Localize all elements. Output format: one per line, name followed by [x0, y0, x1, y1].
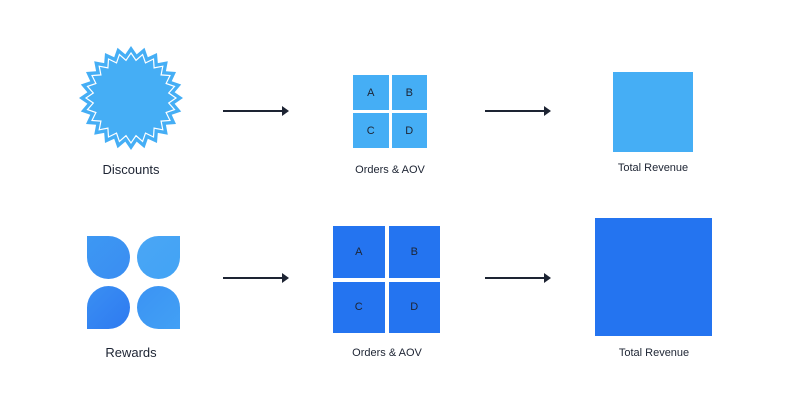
grid-cell-a: A: [333, 226, 385, 278]
orders-grid-small: A B C D: [353, 75, 427, 148]
arrow-right-icon: [485, 106, 551, 116]
grid-cell-b: B: [388, 226, 440, 278]
arrow-right-icon: [223, 106, 289, 116]
discounts-label: Discounts: [102, 162, 160, 177]
grid-cell-b: B: [391, 75, 427, 110]
starburst-badge-icon: [79, 46, 183, 150]
petal-bottom-right: [137, 286, 180, 329]
rewards-label: Rewards: [105, 345, 157, 360]
arrow-right-icon: [485, 273, 551, 283]
petal-bottom-left: [87, 286, 130, 329]
total-revenue-square-small: [613, 72, 693, 152]
orders-aov-label: Orders & AOV: [355, 164, 425, 176]
orders-aov-label: Orders & AOV: [352, 347, 422, 359]
total-revenue-label: Total Revenue: [618, 347, 690, 359]
petal-top-left: [87, 236, 130, 279]
grid-cell-d: D: [388, 281, 440, 333]
grid-cell-d: D: [391, 113, 427, 148]
total-revenue-label: Total Revenue: [617, 162, 689, 174]
petal-clover-icon: [87, 236, 181, 330]
arrow-right-icon: [223, 273, 289, 283]
grid-cell-c: C: [333, 281, 385, 333]
grid-cell-c: C: [353, 113, 389, 148]
total-revenue-square-large: [595, 218, 712, 336]
orders-grid-large: A B C D: [333, 226, 440, 333]
petal-top-right: [137, 236, 180, 279]
grid-cell-a: A: [353, 75, 389, 110]
